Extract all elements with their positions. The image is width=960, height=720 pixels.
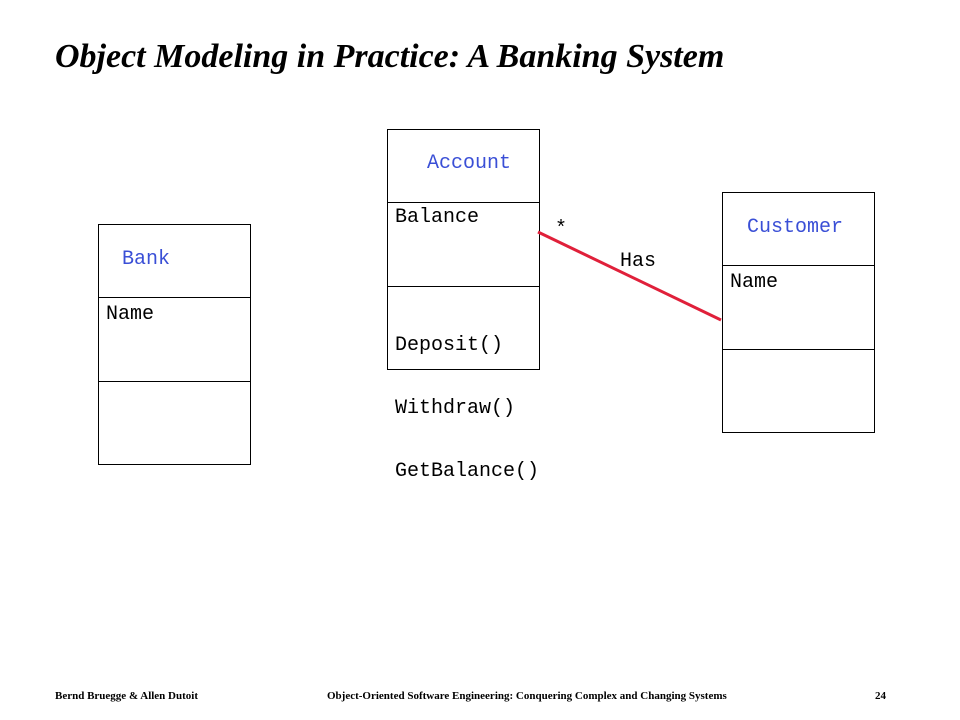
footer-page-number: 24 (875, 690, 886, 702)
account-attributes-compartment: Balance (388, 202, 539, 286)
account-operation: Deposit() (395, 334, 504, 357)
association-name: Has (620, 250, 657, 273)
bank-class: Bank Name (98, 224, 251, 465)
account-operation: GetBalance() (395, 460, 540, 483)
bank-attributes-compartment: Name (99, 297, 250, 381)
bank-name-compartment: Bank (99, 225, 250, 297)
account-operation: Withdraw() (395, 397, 516, 420)
account-class-name: Account (427, 152, 512, 175)
customer-attributes-compartment: Name (723, 265, 874, 349)
footer-authors: Bernd Bruegge & Allen Dutoit (55, 690, 198, 702)
account-class: Account Balance Deposit() Withdraw() Get… (387, 129, 540, 482)
account-operations-compartment: Deposit() Withdraw() GetBalance() (388, 286, 539, 482)
slide-title: Object Modeling in Practice: A Banking S… (55, 38, 725, 75)
has-association-line (537, 230, 722, 322)
bank-class-name: Bank (122, 248, 171, 271)
account-attribute: Balance (395, 206, 480, 229)
bank-attribute: Name (106, 303, 155, 326)
footer-book-title: Object-Oriented Software Engineering: Co… (327, 690, 727, 702)
customer-class: Customer Name (722, 192, 875, 433)
account-operations: Deposit() Withdraw() GetBalance() (395, 293, 539, 524)
bank-operations-compartment (99, 381, 250, 464)
account-multiplicity: * (555, 218, 568, 241)
customer-name-compartment: Customer (723, 193, 874, 265)
customer-class-name: Customer (747, 216, 844, 239)
customer-operations-compartment (723, 349, 874, 432)
account-name-compartment: Account (388, 130, 539, 202)
customer-attribute: Name (730, 271, 779, 294)
